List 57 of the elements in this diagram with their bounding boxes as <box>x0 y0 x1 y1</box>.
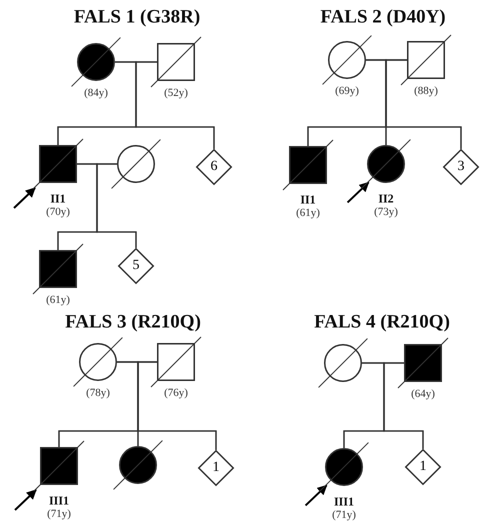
sibling-count: 1 <box>420 460 426 474</box>
proband-arrow <box>13 187 36 209</box>
proband-arrow <box>304 484 328 506</box>
descent-line <box>137 361 217 450</box>
pedigree-title: FALS 4 (R210Q) <box>314 312 450 334</box>
age-label: (52y) <box>164 86 188 100</box>
age-label: (69y) <box>335 84 359 98</box>
individual-id: II1 <box>300 193 316 207</box>
pedigree-title: FALS 2 (D40Y) <box>320 8 446 28</box>
affected-male-square <box>39 250 77 288</box>
proband-arrow <box>346 182 370 204</box>
individual-id: III1 <box>334 495 354 509</box>
individual-id: III1 <box>49 494 69 508</box>
sibling-count: 3 <box>458 160 464 174</box>
descent-line <box>135 61 215 149</box>
individual-id: II1 <box>50 192 66 206</box>
sibling-group-diamond <box>443 149 479 185</box>
unaffected-male-square <box>407 41 445 79</box>
sibling-count: 5 <box>132 259 140 273</box>
age-label: (61y) <box>46 294 70 306</box>
affected-male-square <box>39 145 77 183</box>
pedigree-title: FALS 3 (R210Q) <box>65 312 201 334</box>
individual-id: II2 <box>378 192 394 206</box>
unaffected-female-circle <box>328 41 366 79</box>
affected-female-circle <box>325 448 363 486</box>
affected-male-square <box>404 344 442 382</box>
sibling-group-diamond <box>198 450 234 486</box>
age-label: (78y) <box>86 386 110 400</box>
unaffected-male-square <box>157 343 195 381</box>
unaffected-female-circle <box>324 344 362 382</box>
affected-female-circle <box>119 446 157 484</box>
sibling-group-diamond <box>118 248 154 284</box>
age-label: (61y) <box>296 206 320 220</box>
affected-female-circle <box>367 145 405 183</box>
age-label: (84y) <box>84 86 108 100</box>
age-label: (71y) <box>47 508 71 520</box>
unaffected-female-circle <box>117 145 155 183</box>
sibling-group-diamond <box>405 449 441 485</box>
sibling-count: 6 <box>210 160 218 174</box>
proband-arrow <box>14 489 37 511</box>
age-label: (70y) <box>46 206 70 218</box>
affected-male-square <box>289 146 327 184</box>
age-label: (64y) <box>411 388 435 400</box>
unaffected-male-square <box>157 43 195 81</box>
affected-female-circle <box>77 43 115 81</box>
age-label: (71y) <box>332 508 356 522</box>
unaffected-female-circle <box>79 343 117 381</box>
affected-male-square <box>40 447 78 485</box>
age-label: (76y) <box>164 386 188 400</box>
sibling-group-diamond <box>196 149 232 185</box>
descent-line <box>385 59 462 149</box>
descent-line <box>383 362 424 449</box>
age-label: (73y) <box>374 206 398 218</box>
age-label: (88y) <box>414 84 438 98</box>
descent-line <box>96 163 137 248</box>
sibling-count: 1 <box>212 461 220 475</box>
pedigree-title: FALS 1 (G38R) <box>74 8 200 28</box>
